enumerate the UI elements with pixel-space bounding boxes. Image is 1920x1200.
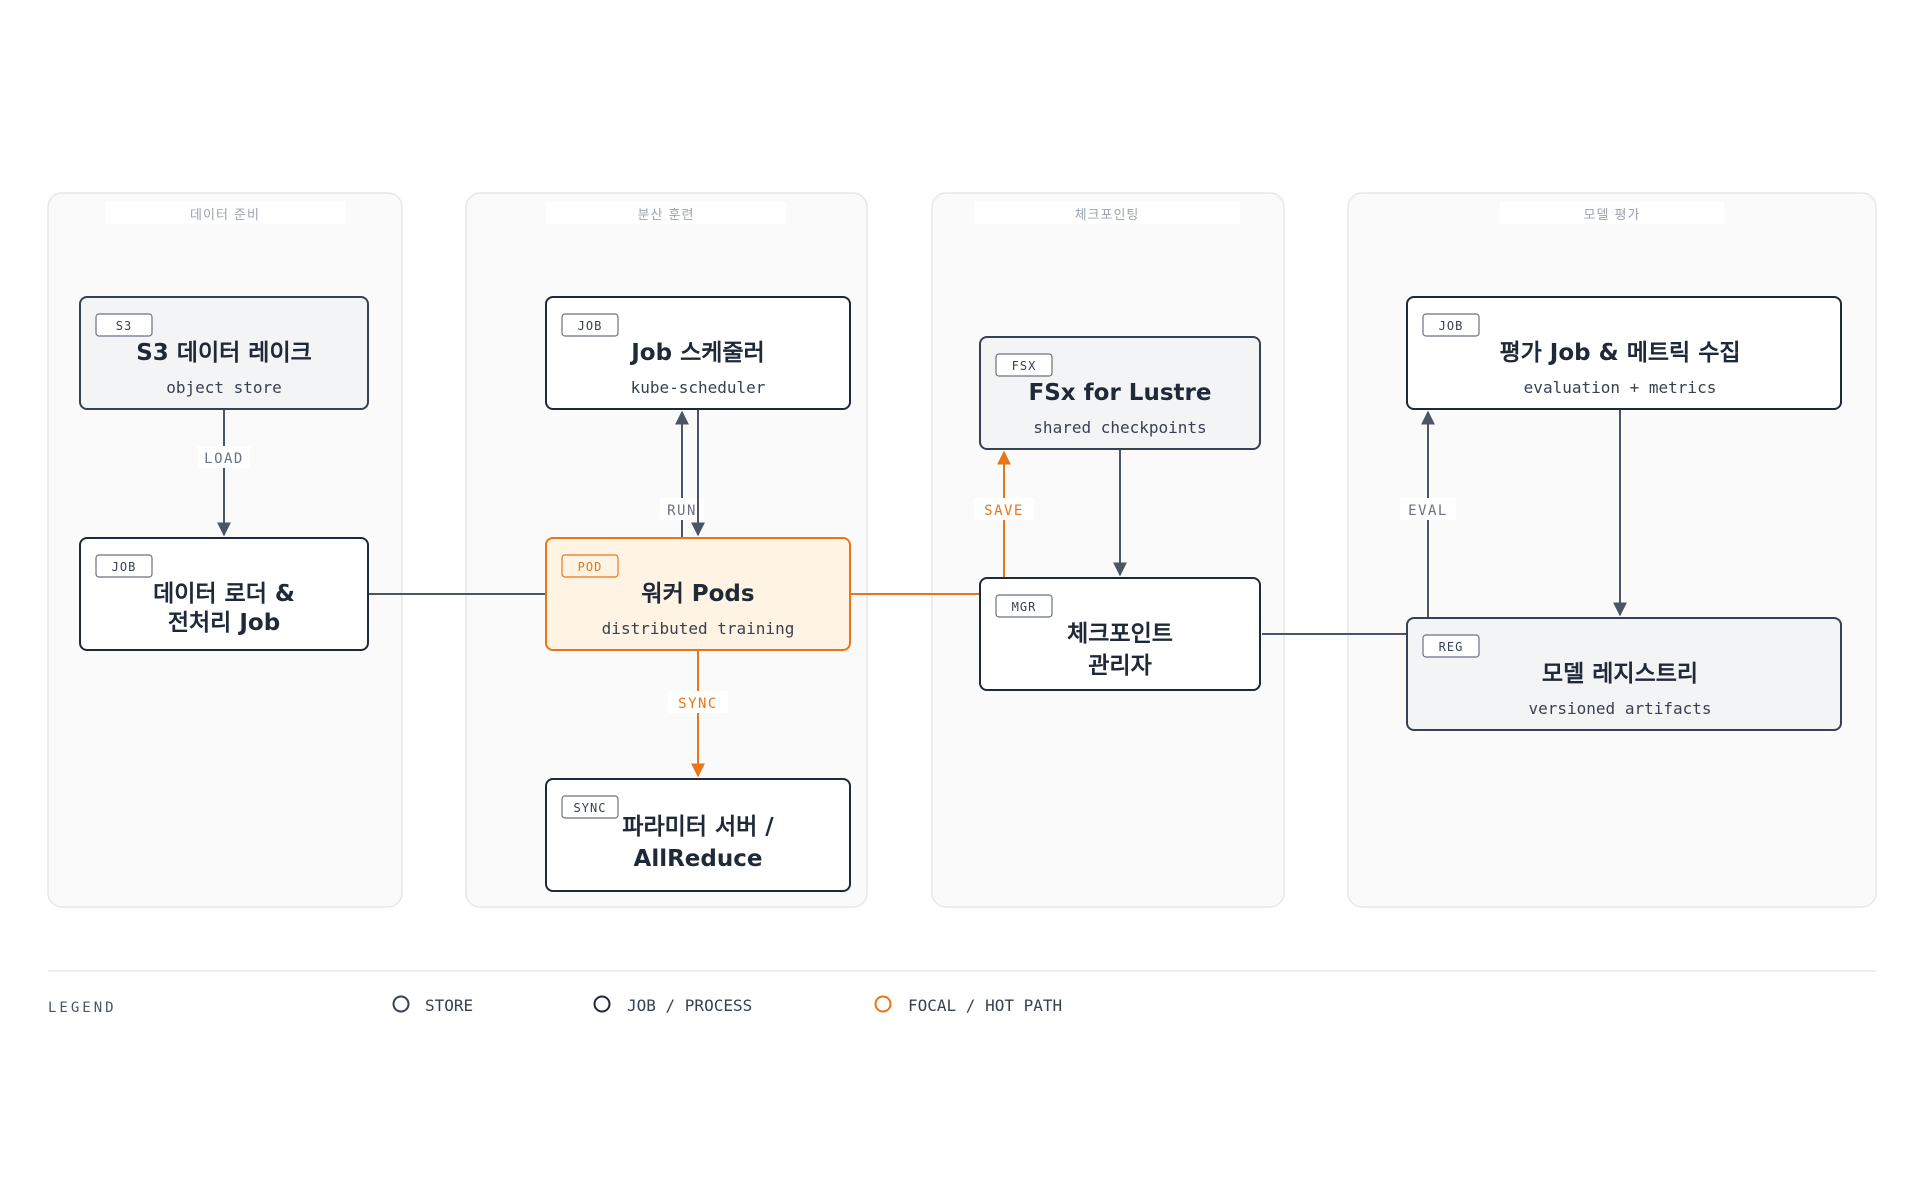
legend-item-focal: FOCAL / HOT PATH bbox=[874, 995, 1062, 1015]
node-subtitle: shared checkpoints bbox=[1033, 418, 1206, 437]
legend: LEGEND STORE JOB / PROCESS FOCAL / HOT P… bbox=[48, 970, 1876, 1016]
node-job-scheduler[interactable]: JOB Job 스케줄러 kube-scheduler bbox=[545, 296, 851, 410]
lane-title: 모델 평가 bbox=[1584, 208, 1641, 223]
edge-label-save: SAVE bbox=[984, 503, 1024, 519]
lane-checkpoint: 체크포인팅 bbox=[931, 192, 1285, 908]
node-param-server[interactable]: SYNC 파라미터 서버 / AllReduce bbox=[545, 778, 851, 892]
legend-label: JOB / PROCESS bbox=[627, 996, 752, 1015]
node-subtitle: object store bbox=[166, 378, 282, 397]
legend-title: LEGEND bbox=[48, 1000, 117, 1016]
node-title: 워커 Pods bbox=[641, 581, 754, 607]
edge-s3-loader: LOAD bbox=[198, 410, 250, 537]
node-title: S3 데이터 레이크 bbox=[136, 340, 312, 366]
store-circle-icon bbox=[392, 995, 410, 1013]
node-badge: S3 bbox=[116, 319, 132, 333]
node-title: FSx for Lustre bbox=[1029, 380, 1212, 406]
node-fsx-lustre[interactable]: FSX FSx for Lustre shared checkpoints bbox=[979, 336, 1261, 450]
lane-title: 체크포인팅 bbox=[1075, 208, 1140, 223]
node-subtitle: distributed training bbox=[602, 619, 795, 638]
node-title: 모델 레지스트리 bbox=[1542, 661, 1698, 687]
edge-pods-paramserver: SYNC bbox=[668, 651, 728, 778]
edge-label-run: RUN bbox=[667, 503, 697, 519]
focal-circle-icon bbox=[874, 995, 892, 1013]
node-badge: SYNC bbox=[574, 801, 607, 815]
node-title: Job 스케줄러 bbox=[629, 340, 764, 366]
node-subtitle: versioned artifacts bbox=[1528, 699, 1711, 718]
legend-item-job: JOB / PROCESS bbox=[593, 995, 752, 1015]
edge-label-sync: SYNC bbox=[678, 696, 718, 712]
legend-label: STORE bbox=[425, 996, 473, 1015]
node-badge: REG bbox=[1439, 640, 1464, 654]
node-badge: MGR bbox=[1012, 600, 1037, 614]
node-badge: JOB bbox=[1439, 319, 1464, 333]
lane-title: 분산 훈련 bbox=[638, 208, 695, 223]
node-badge: JOB bbox=[578, 319, 603, 333]
edge-pods-scheduler: RUN bbox=[660, 410, 704, 537]
node-title-line-2: 관리자 bbox=[1088, 653, 1151, 679]
node-title-line-1: 체크포인트 bbox=[1067, 621, 1173, 647]
node-model-registry[interactable]: REG 모델 레지스트리 versioned artifacts bbox=[1406, 617, 1842, 731]
node-title: 평가 Job & 메트릭 수집 bbox=[1499, 340, 1740, 366]
node-title-line-1: 파라미터 서버 / bbox=[622, 814, 774, 840]
legend-label: FOCAL / HOT PATH bbox=[908, 996, 1062, 1015]
node-eval-job[interactable]: JOB 평가 Job & 메트릭 수집 evaluation + metrics bbox=[1406, 296, 1842, 410]
node-subtitle: evaluation + metrics bbox=[1524, 378, 1717, 397]
lane-title: 데이터 준비 bbox=[190, 208, 260, 223]
node-worker-pods[interactable]: POD 워커 Pods distributed training bbox=[545, 537, 851, 651]
node-badge: FSX bbox=[1012, 359, 1037, 373]
legend-item-store: STORE bbox=[392, 995, 473, 1015]
node-data-loader[interactable]: JOB 데이터 로더 & 전처리 Job bbox=[79, 537, 369, 651]
edge-ckptmgr-fsx: SAVE bbox=[974, 450, 1034, 577]
node-checkpoint-manager[interactable]: MGR 체크포인트 관리자 bbox=[979, 577, 1261, 691]
edge-label-eval: EVAL bbox=[1408, 503, 1448, 519]
node-title-line-1: 데이터 로더 & bbox=[153, 581, 295, 607]
node-title-line-2: 전처리 Job bbox=[168, 610, 280, 636]
node-badge: POD bbox=[578, 560, 603, 574]
edge-label-load: LOAD bbox=[204, 451, 244, 467]
node-s3-data-lake[interactable]: S3 S3 데이터 레이크 object store bbox=[79, 296, 369, 410]
node-badge: JOB bbox=[112, 560, 137, 574]
edge-registry-evaljob: EVAL bbox=[1400, 410, 1456, 617]
node-title-line-2: AllReduce bbox=[634, 846, 763, 872]
node-subtitle: kube-scheduler bbox=[631, 378, 766, 397]
job-circle-icon bbox=[593, 995, 611, 1013]
